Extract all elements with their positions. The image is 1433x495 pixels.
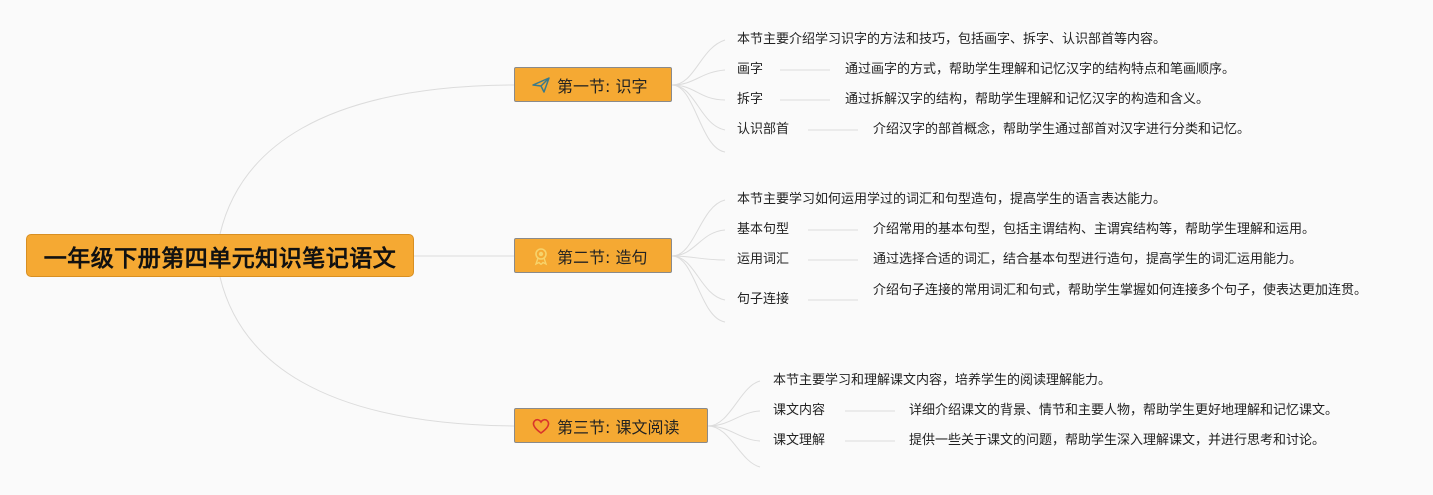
section-1-item-1-label: 画字 (737, 62, 764, 77)
section-3-item-2-label: 课文理解 (773, 433, 826, 448)
section-3-item-2-desc: 提供一些关于课文的问题，帮助学生深入理解课文，并进行思考和讨论。 (909, 433, 1326, 448)
section-3-item-1-desc: 详细介绍课文的背景、情节和主要人物，帮助学生更好地理解和记忆课文。 (909, 403, 1339, 418)
section-2-item-3-desc: 介绍句子连接的常用词汇和句式，帮助学生掌握如何连接多个句子，使表达更加连贯。 (873, 283, 1368, 298)
section-3-item-1-label: 课文内容 (773, 403, 826, 418)
section-1-item-2-label: 拆字 (737, 92, 764, 107)
section-1-item-3-desc: 介绍汉字的部首概念，帮助学生通过部首对汉字进行分类和记忆。 (873, 122, 1251, 137)
section-2-item-3-label: 句子连接 (737, 292, 790, 307)
section-2-item-1-desc: 介绍常用的基本句型，包括主谓结构、主谓宾结构等，帮助学生理解和运用。 (873, 222, 1316, 237)
section-1-item-1-desc: 通过画字的方式，帮助学生理解和记忆汉字的结构特点和笔画顺序。 (845, 62, 1236, 77)
section-2-summary: 本节主要学习如何运用学过的词汇和句型造句，提高学生的语言表达能力。 (737, 192, 1167, 207)
root-title: 一年级下册第四单元知识笔记语文 (43, 245, 397, 272)
section-2-item-2-desc: 通过选择合适的词汇，结合基本句型进行造句，提高学生的词汇运用能力。 (873, 252, 1303, 267)
section-1-node[interactable]: 第一节: 识字 (514, 67, 672, 102)
section-3-node[interactable]: 第三节: 课文阅读 (514, 408, 708, 443)
section-2-node[interactable]: 第二节: 造句 (514, 238, 672, 273)
section-1-summary: 本节主要介绍学习识字的方法和技巧，包括画字、拆字、认识部首等内容。 (737, 32, 1167, 47)
section-1-item-2-desc: 通过拆解汉字的结构，帮助学生理解和记忆汉字的构造和含义。 (845, 92, 1210, 107)
award-badge-icon (531, 246, 551, 266)
section-3-summary: 本节主要学习和理解课文内容，培养学生的阅读理解能力。 (773, 373, 1112, 388)
section-1-item-3-label: 认识部首 (737, 122, 790, 137)
section-2-item-2-label: 运用词汇 (737, 252, 790, 267)
root-node[interactable]: 一年级下册第四单元知识笔记语文 (26, 234, 414, 277)
heart-icon (531, 416, 551, 436)
section-2-item-1-label: 基本句型 (737, 222, 790, 237)
paper-plane-icon (531, 75, 551, 95)
section-3-title: 第三节: 课文阅读 (557, 417, 680, 437)
section-2-title: 第二节: 造句 (557, 247, 648, 267)
section-1-title: 第一节: 识字 (557, 76, 648, 96)
